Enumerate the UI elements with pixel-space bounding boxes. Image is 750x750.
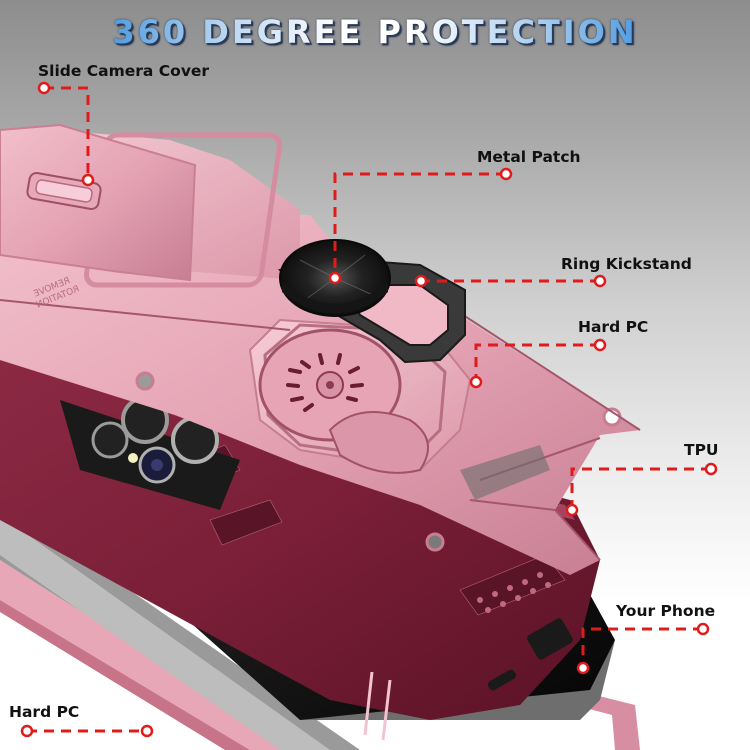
label-tpu: TPU bbox=[684, 441, 719, 459]
label-metal-patch: Metal Patch bbox=[477, 148, 581, 166]
label-your-phone: Your Phone bbox=[616, 602, 716, 620]
camera-lenses bbox=[60, 396, 240, 510]
headline-title: 360 DEGREE PROTECTION bbox=[0, 12, 750, 52]
label-slide-camera-cover: Slide Camera Cover bbox=[38, 62, 210, 80]
label-hard-pc-bottom: Hard PC bbox=[9, 703, 80, 721]
label-hard-pc-top: Hard PC bbox=[578, 318, 649, 336]
label-ring-kickstand: Ring Kickstand bbox=[561, 255, 692, 273]
